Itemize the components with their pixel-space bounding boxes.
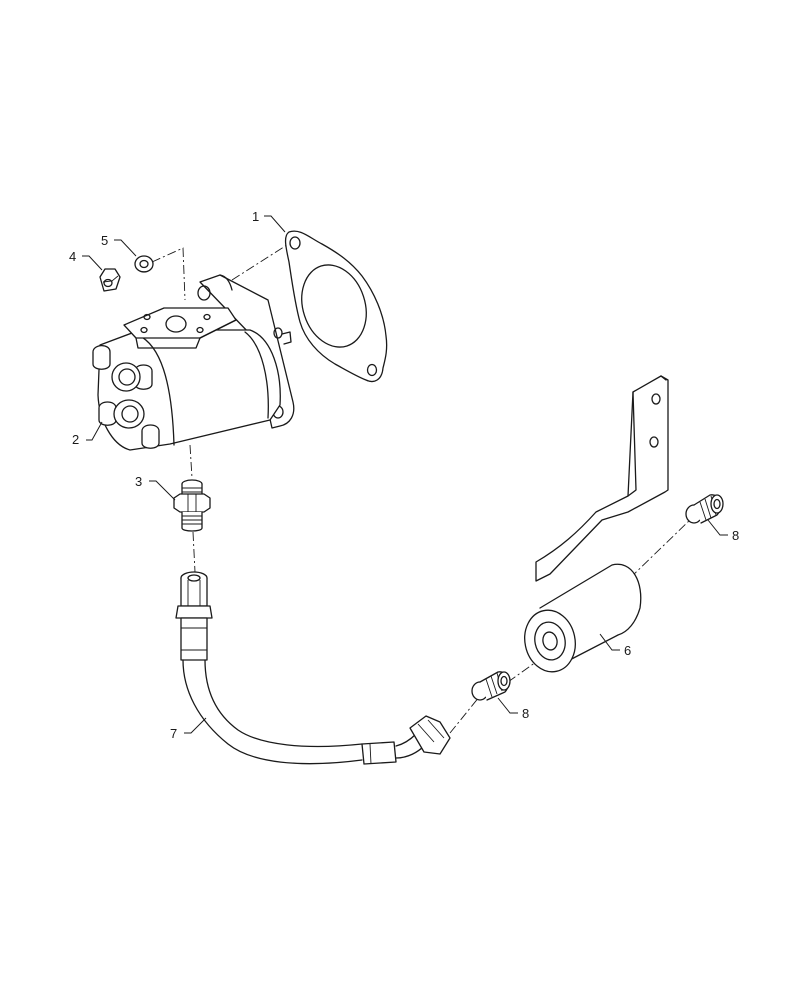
hose-assembly bbox=[175, 571, 451, 765]
bracket-cylinder bbox=[524, 375, 669, 673]
fitting-lower bbox=[471, 671, 511, 701]
hydraulic-pump bbox=[92, 274, 295, 451]
callout-8-upper: 8 bbox=[732, 528, 739, 543]
fitting-upper bbox=[685, 494, 724, 524]
callout-8-lower: 8 bbox=[522, 706, 529, 721]
callout-6: 6 bbox=[624, 643, 631, 658]
nut bbox=[99, 268, 121, 292]
callout-labels: 1 5 4 2 3 6 7 8 8 bbox=[69, 209, 739, 741]
callout-2: 2 bbox=[72, 432, 79, 447]
adapter-fitting bbox=[173, 479, 211, 532]
callout-4: 4 bbox=[69, 249, 76, 264]
gasket bbox=[284, 230, 388, 383]
callout-3: 3 bbox=[135, 474, 142, 489]
callout-7: 7 bbox=[170, 726, 177, 741]
washer bbox=[134, 255, 154, 273]
callout-1: 1 bbox=[252, 209, 259, 224]
callout-5: 5 bbox=[101, 233, 108, 248]
callout-leaders bbox=[82, 215, 728, 734]
assembly-centerlines bbox=[151, 242, 693, 734]
